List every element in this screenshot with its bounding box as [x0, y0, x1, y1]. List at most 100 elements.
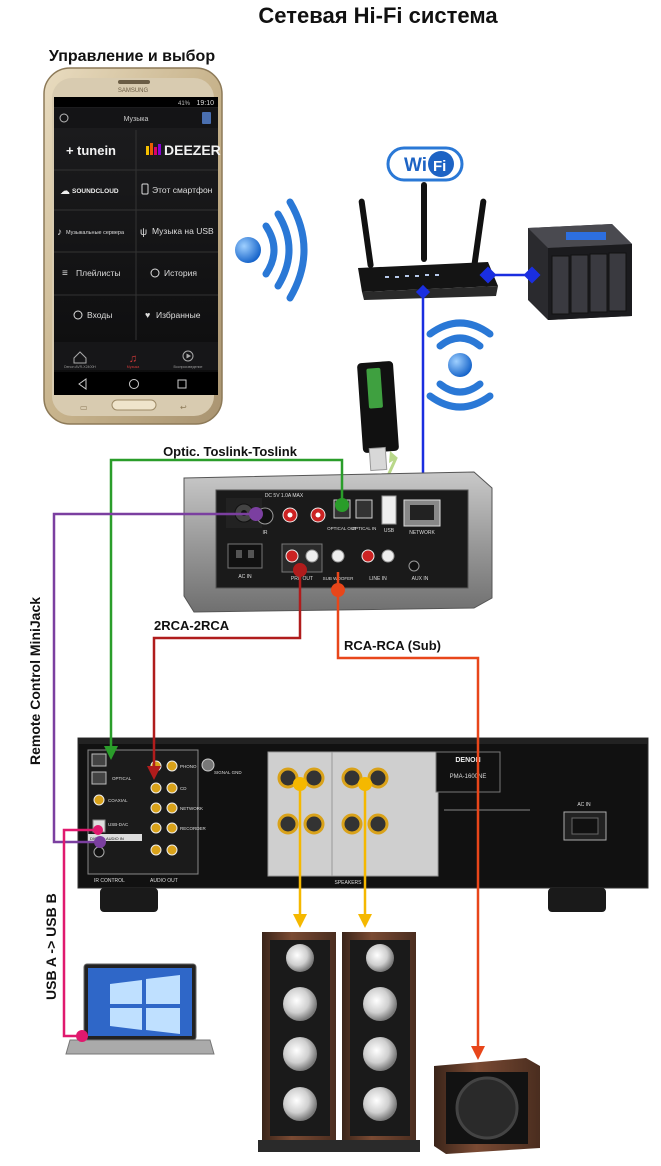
network-label: NETWORK [409, 530, 435, 536]
floor-speaker-right [338, 932, 420, 1152]
house-icon [73, 351, 87, 364]
ac-in-label: AC IN [238, 574, 252, 580]
line-in-label: LINE IN [369, 576, 387, 582]
settings-icon[interactable] [59, 113, 69, 123]
label-usb: USB A -> USB B [43, 893, 59, 1000]
optical-in-port[interactable] [355, 499, 373, 519]
ir-label: IR [263, 530, 268, 536]
usb-flash-drive [357, 361, 399, 472]
status-battery: 41% [178, 101, 191, 107]
device-icon[interactable] [202, 112, 211, 124]
nav-playback[interactable]: Воспроизведение [174, 350, 203, 369]
tile-label: SOUNDCLOUD [72, 188, 119, 195]
sub-out-jack[interactable] [331, 549, 345, 563]
play-icon [182, 350, 194, 362]
tile-history[interactable]: История [150, 268, 197, 278]
amp-ac-label: AC IN [577, 802, 591, 808]
router-wifi-waves [426, 319, 494, 411]
tile-music-servers[interactable]: ♪ Музыкальные сервера [57, 227, 125, 238]
amp-optical-label: OPTICAL [112, 776, 132, 781]
back-key-icon: ↩ [180, 403, 187, 412]
amp-audio-out-label: AUDIO OUT [150, 878, 178, 884]
page-title: Сетевая Hi-Fi система [258, 3, 498, 28]
phone-brand: SAMSUNG [118, 88, 149, 94]
wifi-router: Wi Fi [358, 146, 498, 300]
speaker-cables [293, 777, 372, 928]
label-optical: Optic. Toslink-Toslink [163, 444, 298, 459]
nav-label: Denon AVR-X2400H [64, 365, 96, 369]
smartphone: Управление и выбор SAMSUNG 19:10 41% Муз… [43, 48, 223, 425]
amp-brand: DENON [455, 757, 480, 764]
nav-home[interactable]: Denon AVR-X2400H [64, 351, 96, 369]
nav-music[interactable]: ♫ Музыка [127, 353, 139, 369]
phone-wifi-waves [235, 198, 308, 302]
home-icon[interactable] [129, 379, 139, 389]
optical-in-label: OPTICAL IN [352, 526, 377, 531]
svg-text:Wi: Wi [404, 155, 427, 176]
screen-title: Музыка [124, 116, 149, 123]
rca-stereo-cable: 2RCA-2RCA [147, 563, 307, 780]
tile-grid: + tunein DEEZER ☁ SOUNDCLOUD Этот смартф… [54, 130, 221, 340]
tile-label: Избранные [156, 310, 201, 320]
status-time: 19:10 [196, 100, 214, 107]
nav-label: Воспроизведение [174, 365, 203, 369]
tile-playlists[interactable]: ≡ Плейлисты [62, 268, 121, 279]
wifi-badge: Wi Fi [386, 146, 464, 182]
tile-this-phone[interactable]: Этот смартфон [141, 183, 213, 195]
recent-apps-icon[interactable] [177, 379, 187, 389]
laptop [65, 963, 215, 1055]
amp-phono-label: PHONO [180, 764, 197, 769]
label-2rca: 2RCA-2RCA [154, 618, 230, 633]
phone-heading: Управление и выбор [49, 48, 215, 65]
amp-speakers-label: SPEAKERS [335, 880, 363, 886]
input-icon [73, 310, 83, 320]
svg-text:Fi: Fi [433, 158, 446, 175]
amp-network-label: NETWORK [180, 806, 203, 811]
tile-usb-music[interactable]: ψ Музыка на USB [140, 226, 214, 238]
usb-label: USB [384, 528, 395, 534]
tile-favorites[interactable]: ♥ Избранные [145, 310, 201, 320]
subwoofer [434, 1058, 540, 1154]
amp-model: PMA-1600NE [450, 774, 487, 780]
amp-coaxial-label: COAXIAL [108, 798, 128, 803]
svg-text:+: + [66, 143, 74, 158]
tile-deezer[interactable]: DEEZER [146, 142, 221, 158]
network-streamer: DC 5V 1.0A MAX IR OPTICAL OUT OPTICAL IN… [183, 471, 493, 613]
back-icon[interactable] [78, 378, 87, 390]
tile-tunein[interactable]: + tunein [66, 143, 116, 158]
wifi-ball [235, 237, 261, 263]
tile-label: Музыкальные сервера [66, 230, 125, 236]
amp-ir-jack[interactable] [93, 846, 105, 858]
tile-label: Входы [87, 310, 112, 320]
tile-label: tunein [77, 143, 116, 158]
bottom-nav: Denon AVR-X2400H ♫ Музыка Воспроизведени… [64, 350, 203, 369]
pre-out-label: PRE OUT [291, 576, 313, 582]
tile-label: DEEZER [164, 142, 221, 158]
note-icon: ♪ [57, 227, 62, 238]
hardware-home-button[interactable] [111, 399, 157, 411]
remote-cable: Remote Control MiniJack [27, 507, 263, 848]
amp-cd-label: CD [180, 786, 187, 791]
label-sub: RCA-RCA (Sub) [344, 638, 441, 653]
dc-label: DC 5V 1.0A MAX [265, 493, 304, 499]
tile-label: Музыка на USB [152, 226, 214, 236]
amp-digital-label: DIGITAL AUDIO IN [90, 836, 124, 841]
usb-cable: USB A -> USB B [43, 825, 103, 1042]
tile-inputs[interactable]: Входы [73, 310, 112, 320]
optical-cable: Optic. Toslink-Toslink [104, 444, 349, 760]
label-remote: Remote Control MiniJack [27, 597, 43, 765]
aux-in-label: AUX IN [412, 576, 429, 582]
usb-port[interactable] [381, 495, 397, 525]
usb-icon: ψ [140, 227, 147, 238]
nas-storage [528, 224, 632, 320]
cloud-icon: ☁ [60, 186, 70, 197]
pre-out-jack[interactable] [285, 549, 299, 563]
heart-icon: ♥ [145, 310, 150, 320]
tile-label: Этот смартфон [152, 185, 213, 195]
tile-soundcloud[interactable]: ☁ SOUNDCLOUD [60, 186, 119, 197]
amp-gnd-label: SIGNAL GND [214, 770, 242, 775]
sub-cable: RCA-RCA (Sub) [331, 572, 485, 1060]
music-icon: ♫ [129, 353, 137, 365]
tile-label: Плейлисты [76, 268, 121, 278]
